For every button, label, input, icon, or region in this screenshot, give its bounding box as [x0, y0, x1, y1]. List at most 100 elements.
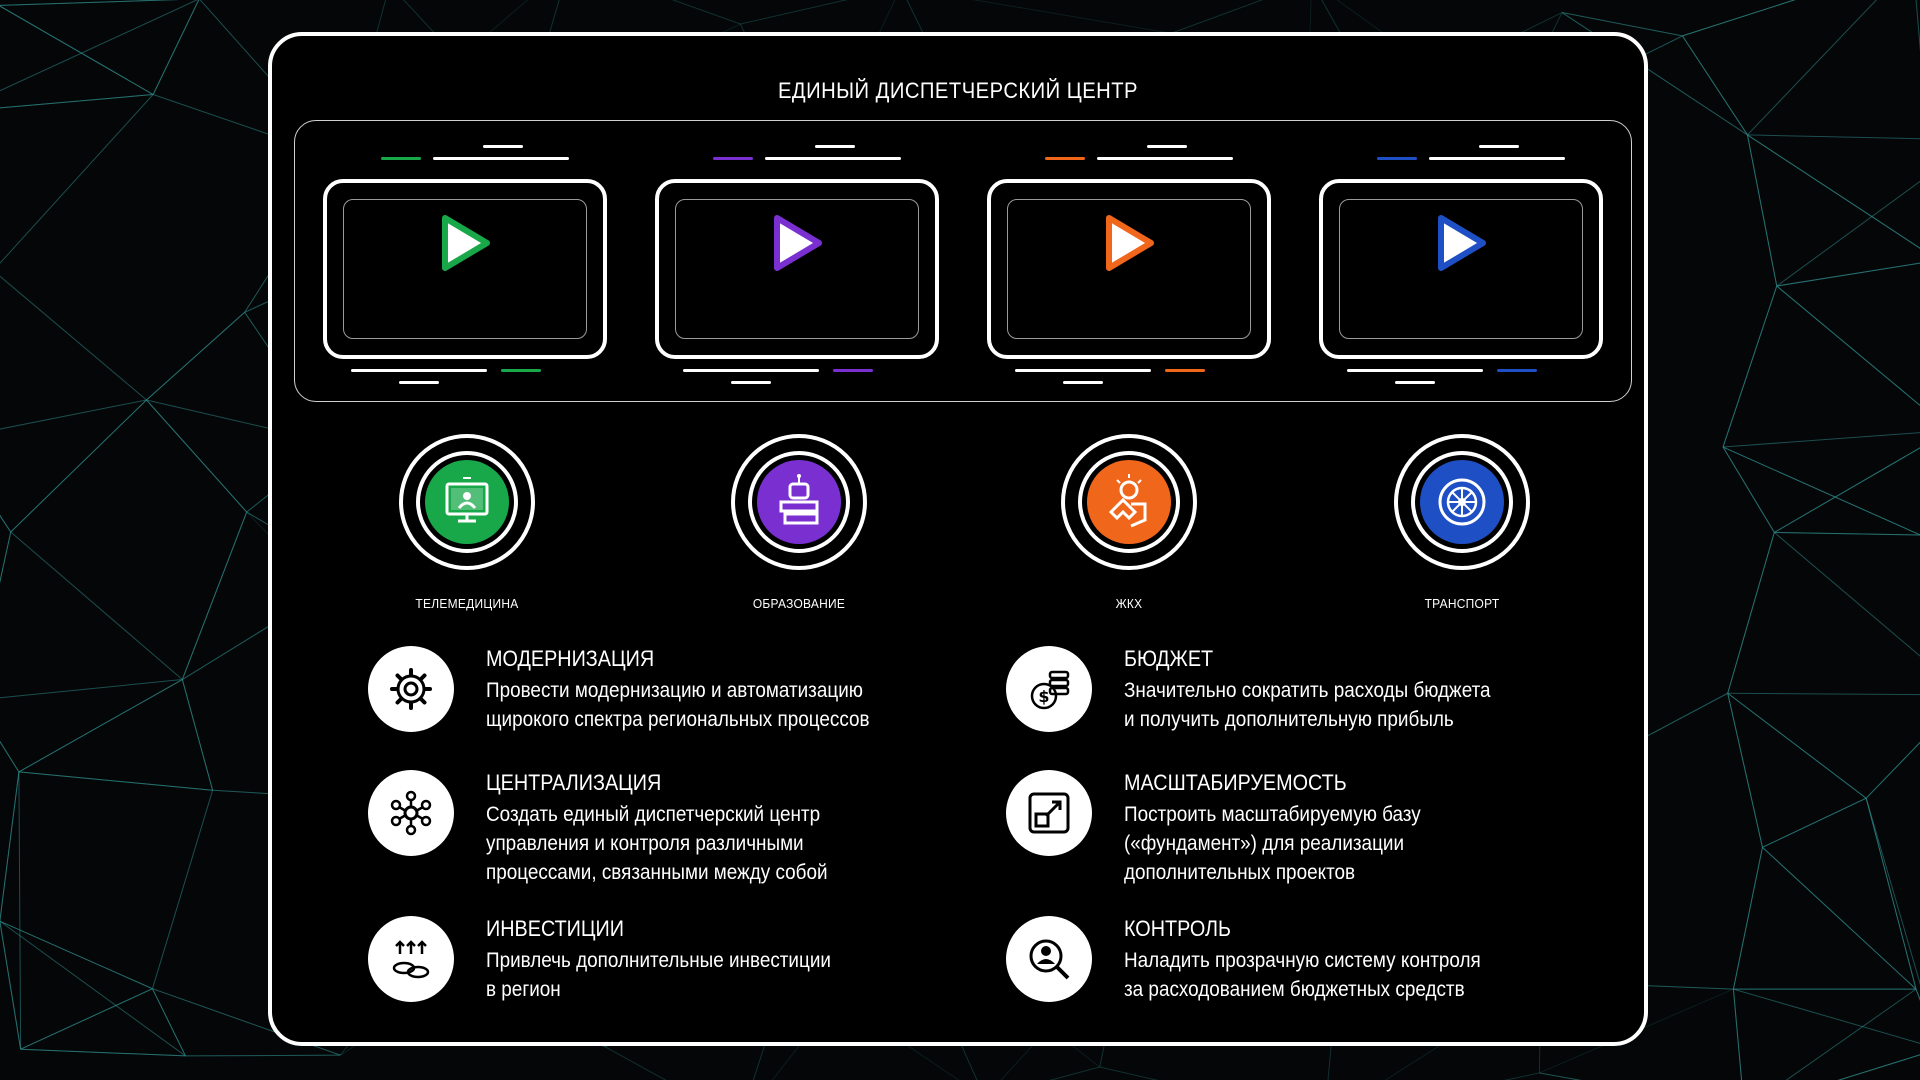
mesh-line — [1682, 0, 1796, 37]
mesh-line — [1747, 0, 1878, 136]
mesh-line — [1747, 134, 1920, 140]
mesh-line — [146, 311, 246, 401]
benefit-title: ЦЕНТРАЛИЗАЦИЯ — [486, 770, 662, 795]
mesh-line — [0, 275, 147, 401]
mesh-line — [1776, 285, 1920, 407]
mesh-line — [1913, 0, 1920, 140]
mesh-line — [1049, 1066, 1100, 1080]
mesh-line — [0, 0, 180, 6]
video-screen-transport[interactable] — [1319, 145, 1603, 384]
mesh-line — [671, 0, 741, 25]
main-frame: ЕДИНЫЙ ДИСПЕТЧЕРСКИЙ ЦЕНТР — [268, 32, 1648, 1046]
deco-line — [1147, 145, 1187, 148]
screens-panel — [294, 120, 1632, 402]
mesh-line — [604, 1046, 667, 1080]
mesh-line — [1099, 1066, 1159, 1080]
mesh-line — [740, 0, 848, 25]
category-label: ОБРАЗОВАНИЕ — [752, 596, 846, 611]
mesh-line — [1561, 12, 1683, 37]
mesh-line — [1746, 134, 1778, 287]
mesh-line — [1747, 134, 1920, 249]
mesh-line — [1773, 532, 1920, 657]
mesh-line — [1727, 692, 1920, 696]
video-screen-education[interactable] — [655, 145, 939, 384]
benefit-title: МАСШТАБИРУЕМОСТЬ — [1124, 770, 1347, 795]
telemedicine-monitor-icon — [445, 477, 489, 523]
mesh-line — [1722, 285, 1778, 448]
mesh-line — [0, 94, 154, 109]
category-ring — [1061, 434, 1197, 570]
mesh-line — [18, 679, 183, 773]
mesh-line — [1171, 0, 1264, 34]
video-screen-telemedicine[interactable] — [323, 145, 607, 384]
mesh-line — [146, 399, 248, 513]
deco-line — [483, 145, 523, 148]
screen-frame — [987, 179, 1271, 359]
benefit-icon — [368, 646, 454, 732]
mesh-line — [1865, 741, 1920, 799]
category-telemedicine[interactable]: ТЕЛЕМЕДИЦИНА — [357, 434, 577, 611]
accent-line — [1497, 369, 1537, 372]
mesh-line — [181, 511, 248, 680]
benefit-icon — [1006, 770, 1092, 856]
play-icon[interactable] — [1097, 210, 1161, 276]
accent-line — [1045, 157, 1085, 160]
mesh-line — [1776, 262, 1920, 287]
mesh-line — [1503, 1072, 1540, 1080]
mesh-line — [0, 399, 147, 430]
category-label: ТРАНСПОРТ — [1424, 596, 1500, 611]
deco-line — [1395, 381, 1435, 384]
mesh-line — [1727, 532, 1775, 694]
mesh-line — [1733, 988, 1920, 1044]
deco-line — [399, 381, 439, 384]
deco-line — [433, 157, 569, 160]
mesh-line — [0, 920, 153, 990]
category-education[interactable]: ОБРАЗОВАНИЕ — [689, 434, 909, 611]
mesh-line — [10, 531, 183, 680]
transport-wheel-icon — [1438, 478, 1486, 526]
benefit-title: МОДЕРНИЗАЦИЯ — [486, 646, 655, 671]
benefit-icon — [368, 770, 454, 856]
mesh-line — [1865, 798, 1920, 986]
mesh-line — [1762, 797, 1867, 848]
mesh-line — [20, 1048, 186, 1057]
benefit-description: Провести модернизацию и автоматизацию щи… — [486, 679, 870, 731]
mesh-line — [1865, 798, 1917, 990]
screen-frame — [323, 179, 607, 359]
benefit-description: Значительно сократить расходы бюджета и … — [1124, 679, 1491, 731]
mesh-line — [185, 1054, 341, 1057]
accent-line — [1165, 369, 1205, 372]
education-robot-books-icon — [779, 474, 819, 525]
accent-line — [713, 157, 753, 160]
mesh-line — [1837, 1054, 1920, 1080]
video-screen-utilities[interactable] — [987, 145, 1271, 384]
benefit-icon — [368, 916, 454, 1002]
mesh-line — [1722, 432, 1920, 448]
benefit-description: Построить масштабируемую базу («фундамен… — [1124, 803, 1421, 884]
deco-line — [1347, 369, 1483, 372]
play-icon[interactable] — [765, 210, 829, 276]
scale-up-icon — [1028, 792, 1070, 834]
category-transport[interactable]: ТРАНСПОРТ — [1352, 434, 1572, 611]
gear-icon — [390, 668, 432, 710]
mesh-line — [1722, 446, 1775, 533]
mesh-line — [1776, 180, 1920, 287]
accent-line — [1377, 157, 1417, 160]
mesh-line — [1774, 531, 1920, 536]
deco-line — [765, 157, 901, 160]
mesh-line — [1747, 134, 1920, 249]
page-title: ЕДИНЫЙ ДИСПЕТЧЕРСКИЙ ЦЕНТР — [777, 78, 1139, 103]
play-icon[interactable] — [433, 210, 497, 276]
mesh-line — [972, 0, 1172, 34]
mesh-line — [1913, 0, 1920, 140]
investment-coins-icon — [392, 940, 430, 979]
mesh-line — [1049, 1066, 1100, 1080]
mesh-line — [1727, 692, 1867, 799]
accent-line — [833, 369, 873, 372]
svg-text:$: $ — [1038, 687, 1049, 706]
category-utilities[interactable]: ЖКХ — [1019, 434, 1239, 611]
screen-frame — [1319, 179, 1603, 359]
play-icon[interactable] — [1429, 210, 1493, 276]
mesh-line — [740, 0, 848, 25]
mesh-line — [1171, 0, 1264, 34]
